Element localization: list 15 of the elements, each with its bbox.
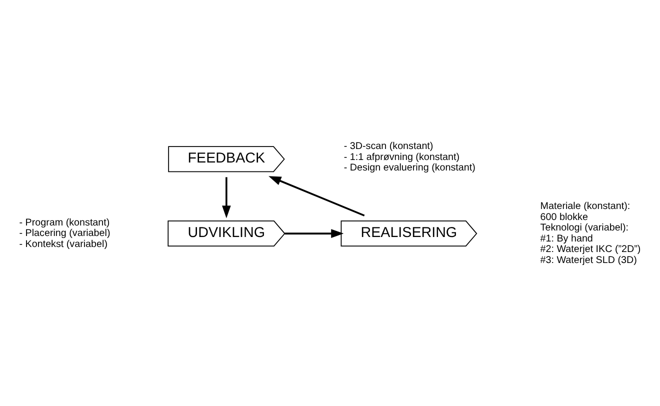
arrow (284, 228, 344, 238)
node-label: - 3D-scan (konstant) (344, 140, 434, 152)
node-label: - 1:1 afprøvning (konstant) (344, 151, 460, 162)
node-label: Teknologi (variabel): (540, 222, 629, 234)
node-label: #1: By hand (540, 232, 593, 244)
node-label: - Kontekst (variabel) (19, 238, 108, 250)
arrow (222, 176, 231, 218)
node-label: Materiale (konstant): (540, 200, 630, 212)
arrow (268, 176, 365, 216)
node-label: 600 blokke (540, 211, 588, 222)
node-label: - Program (konstant) (19, 216, 110, 228)
node-label: #2: Waterjet IKC (”2D”) (540, 244, 641, 255)
node-label: - Design evaluering (konstant) (344, 162, 476, 174)
node-label: - Placering (variabel) (19, 228, 110, 239)
node-label: #3: Waterjet SLD (3D) (540, 254, 637, 266)
